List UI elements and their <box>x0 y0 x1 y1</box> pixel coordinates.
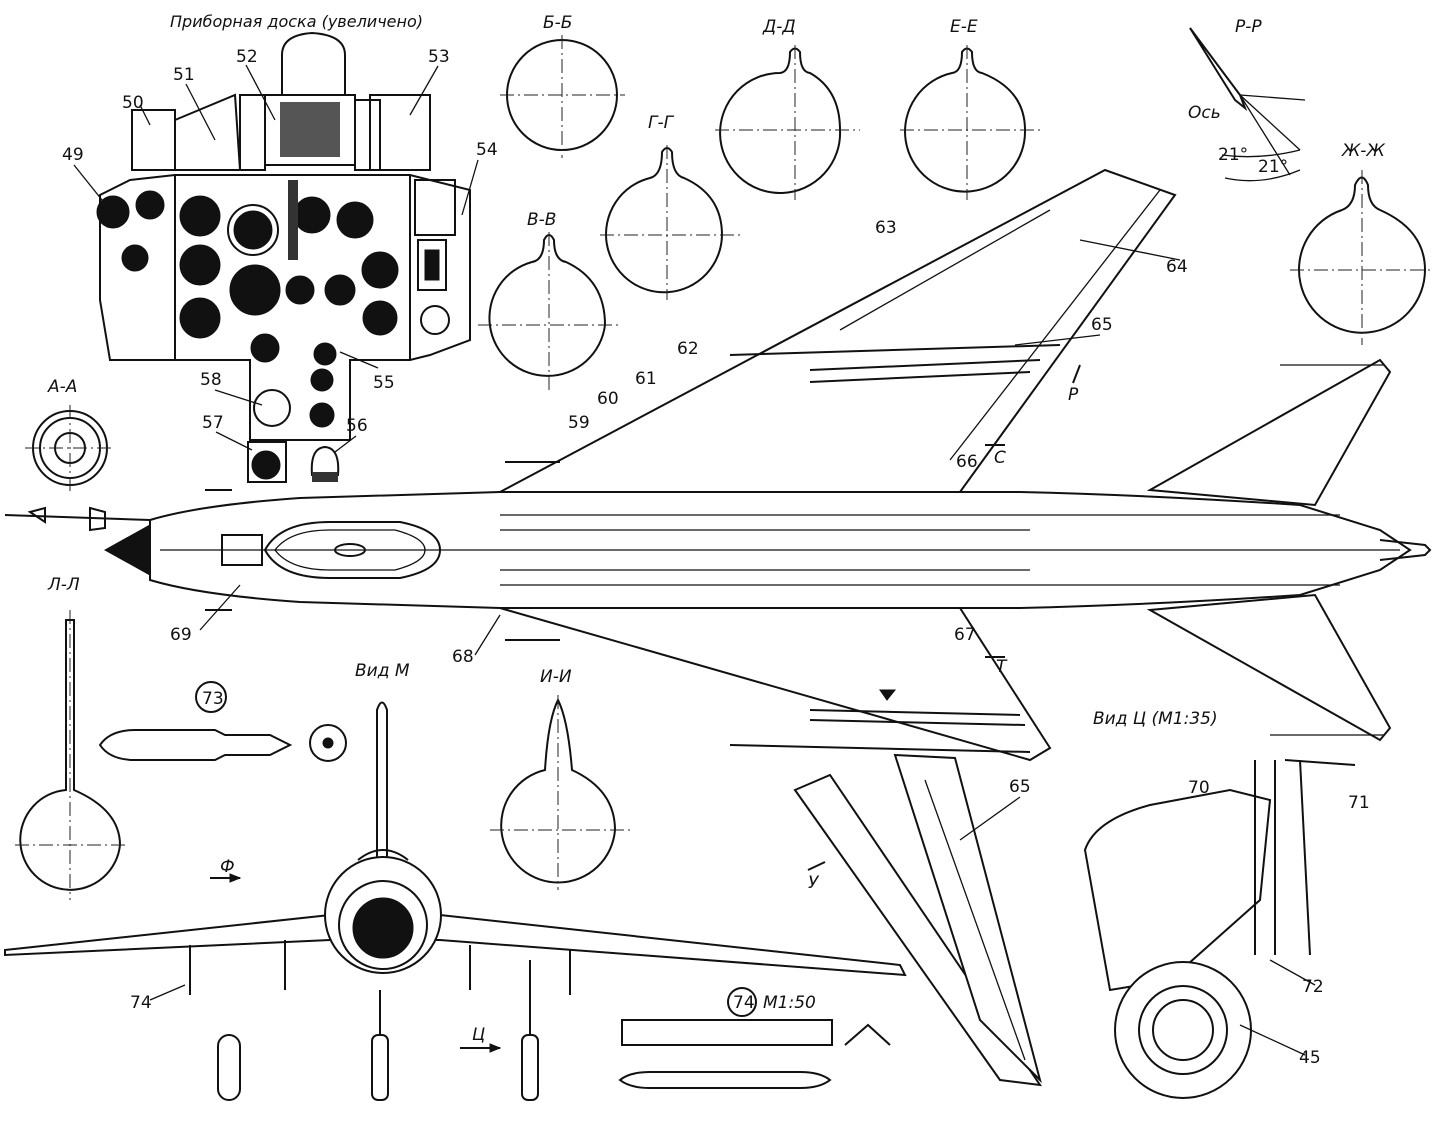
callout-59: 59 <box>568 413 590 433</box>
callout-50: 50 <box>122 93 144 113</box>
cut-mark-f: Ф <box>220 857 235 877</box>
callout-72: 72 <box>1302 977 1324 997</box>
callout-67: 67 <box>954 625 976 645</box>
callout-58: 58 <box>200 370 222 390</box>
front-view: Вид М <box>4 661 907 1101</box>
part-74 <box>618 987 891 1089</box>
panel-title: Приборная доска (увеличено) <box>170 12 423 31</box>
label-axis: Ось <box>1188 103 1221 123</box>
callout-66: 66 <box>956 452 978 472</box>
sections: Б-Б Д-Д Е-Е Г-Г В-В Ж-Ж Р-Р Ось 21° 21° <box>15 13 1432 900</box>
callout-68: 68 <box>452 647 474 667</box>
callout-55: 55 <box>373 373 395 393</box>
callout-51: 51 <box>173 65 195 85</box>
callout-54: 54 <box>476 140 498 160</box>
callout-62: 62 <box>677 339 699 359</box>
callout-61: 61 <box>635 369 657 389</box>
cut-mark-ts: Ц <box>472 1025 485 1045</box>
label-angle-b: 21° <box>1258 157 1288 177</box>
label-scale-74: М1:50 <box>763 993 816 1013</box>
aircraft-top-view <box>4 168 1432 762</box>
label-aa: А-А <box>47 377 77 397</box>
cut-marks: Р С Т У Ф Ц <box>220 364 1081 1045</box>
part-73 <box>98 681 347 762</box>
callout-45: 45 <box>1299 1048 1321 1068</box>
callouts: 50 51 52 53 54 49 55 58 57 56 59 60 61 6… <box>62 47 1370 1068</box>
callout-53: 53 <box>428 47 450 67</box>
callout-64: 64 <box>1166 257 1188 277</box>
label-angle-a: 21° <box>1218 145 1248 165</box>
label-ii: И-И <box>540 667 572 687</box>
callout-65-bottom: 65 <box>1009 777 1031 797</box>
callout-52: 52 <box>236 47 258 67</box>
label-view-m: Вид М <box>355 661 410 681</box>
callout-63: 63 <box>875 218 897 238</box>
cut-mark-s: С <box>994 448 1006 468</box>
cut-mark-t: Т <box>996 657 1008 677</box>
landing-gear-view: Вид Ц (М1:35) <box>1083 709 1356 1099</box>
callout-57: 57 <box>202 413 224 433</box>
callout-69: 69 <box>170 625 192 645</box>
label-vv: В-В <box>527 210 556 230</box>
callout-73: 73 <box>202 689 224 709</box>
label-ll: Л-Л <box>47 575 80 595</box>
label-view-ts: Вид Ц (М1:35) <box>1093 709 1218 729</box>
label-bb: Б-Б <box>543 13 572 33</box>
callout-60: 60 <box>597 389 619 409</box>
callout-65-top: 65 <box>1091 315 1113 335</box>
label-rr: Р-Р <box>1235 17 1262 37</box>
label-zhzh: Ж-Ж <box>1341 141 1385 161</box>
label-ee: Е-Е <box>950 17 978 37</box>
callout-70: 70 <box>1188 778 1210 798</box>
label-dd: Д-Д <box>762 17 796 37</box>
callout-74-part: 74 <box>733 993 755 1013</box>
callout-49: 49 <box>62 145 84 165</box>
cut-mark-p: Р <box>1068 385 1079 405</box>
outer-wing-panel <box>793 753 1043 1087</box>
callout-71: 71 <box>1348 793 1370 813</box>
label-gg: Г-Г <box>648 113 675 133</box>
callout-56: 56 <box>346 416 368 436</box>
callout-74-front: 74 <box>130 993 152 1013</box>
cut-mark-u: У <box>808 873 820 893</box>
instrument-panel: Приборная доска (увеличено) <box>96 12 471 483</box>
